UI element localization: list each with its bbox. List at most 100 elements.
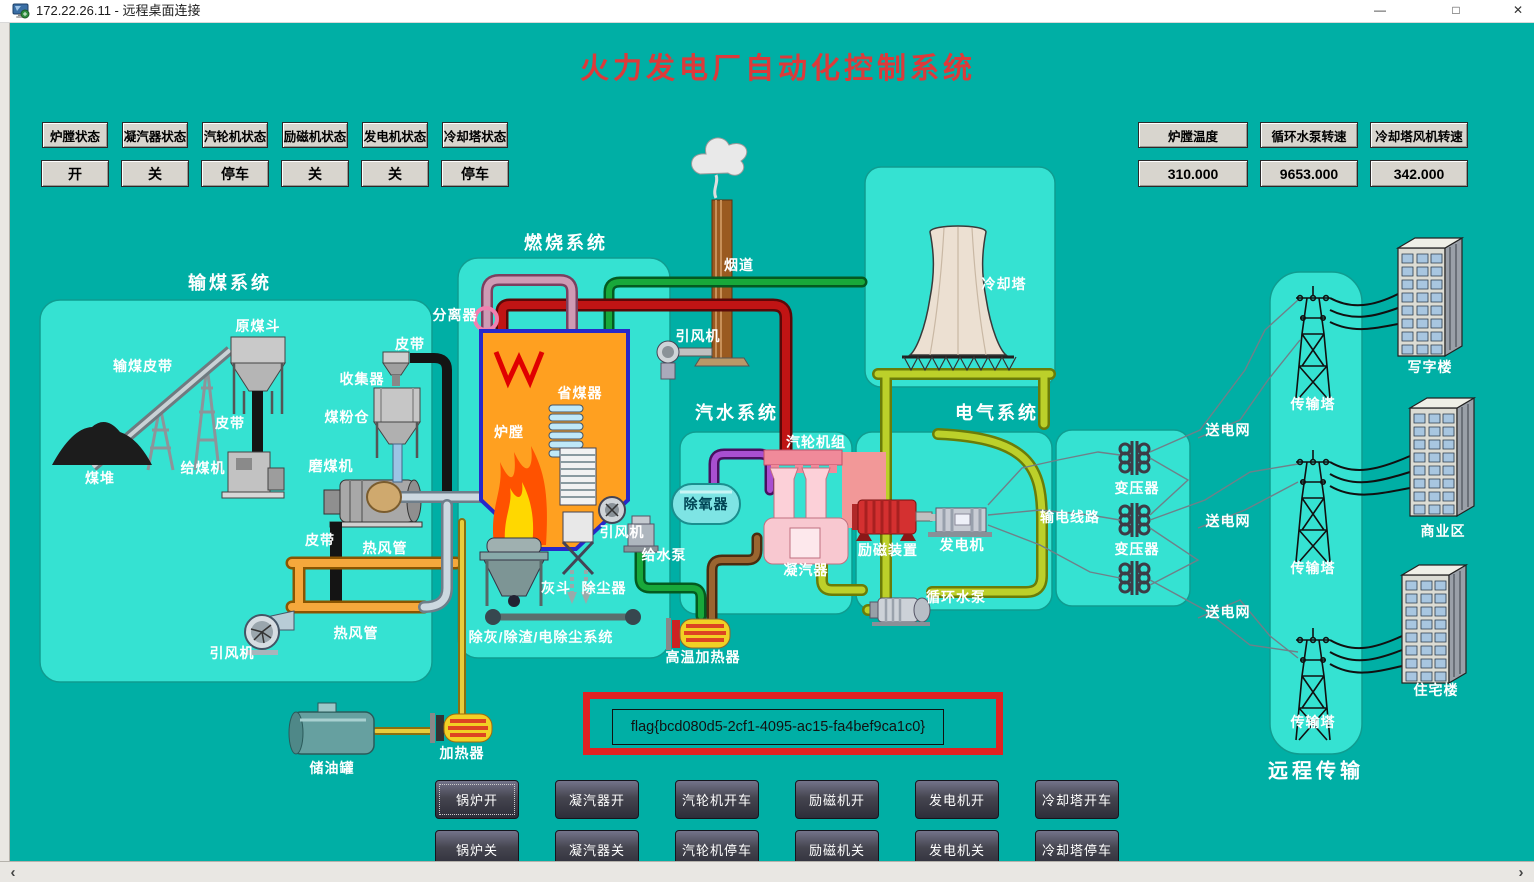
residential-building: [1401, 564, 1467, 684]
status-label-turbine: 汽轮机状态: [202, 122, 268, 148]
label-coal-belt-main: 输煤皮带: [113, 358, 173, 374]
turbine-start-button[interactable]: 汽轮机开车: [675, 780, 759, 819]
condenser-graphic: [763, 517, 849, 565]
metric-value-cooling-fan-speed: 342.000: [1370, 160, 1468, 187]
cooling-tower-graphic: [902, 225, 1017, 372]
status-label-furnace: 炉膛状态: [42, 122, 108, 148]
remote-desktop-icon: [12, 3, 30, 19]
status-value-turbine: 停车: [201, 160, 269, 187]
label-hot-air-1: 热风管: [362, 540, 408, 556]
coal-pile: [52, 422, 152, 465]
metric-label-furnace-temp: 炉膛温度: [1138, 122, 1248, 148]
ash-conveyor: [485, 609, 641, 625]
label-circ-pump: 循环水泵: [926, 589, 986, 605]
turbine-graphic: [763, 449, 843, 534]
label-residential-building: 住宅楼: [1413, 682, 1459, 698]
label-oil-heater: 加热器: [439, 745, 485, 761]
transformer-symbol-1: [1118, 439, 1151, 477]
metric-label-circ-pump-speed: 循环水泵转速: [1260, 122, 1358, 148]
scroll-left-icon[interactable]: ‹: [10, 864, 16, 881]
status-label-condenser: 凝汽器状态: [122, 122, 188, 148]
remote-system-title: 远程传输: [1268, 760, 1364, 783]
coal-system-title: 输煤系统: [188, 273, 272, 293]
raw-coal-hopper: [230, 336, 286, 455]
status-value-coolingtower: 停车: [441, 160, 509, 187]
cooling-tower-panel: [864, 166, 1056, 388]
label-economizer: 省煤器: [557, 385, 603, 401]
metric-value-circ-pump-speed: 9653.000: [1260, 160, 1358, 187]
label-raw-coal-hopper: 原煤斗: [235, 318, 281, 334]
coal-mill: [323, 479, 423, 528]
transmission-tower-2: [1295, 449, 1331, 563]
scroll-right-icon[interactable]: ›: [1518, 864, 1524, 881]
vertical-scrollbar[interactable]: [0, 22, 10, 882]
window-title: 172.22.26.11 - 远程桌面连接: [36, 3, 201, 18]
coal-collector: [382, 351, 410, 386]
status-label-coolingtower: 冷却塔状态: [442, 122, 508, 148]
transmission-tower-1: [1295, 285, 1331, 399]
label-flue-fan: 引风机: [675, 328, 721, 344]
remote-panel: [1269, 271, 1363, 755]
cooling-tower-start-button[interactable]: 冷却塔开车: [1035, 780, 1119, 819]
condenser-on-button[interactable]: 凝汽器开: [555, 780, 639, 819]
induced-fan-inner: [598, 496, 626, 524]
flue-fan: [656, 340, 713, 380]
status-label-generator: 发电机状态: [362, 122, 428, 148]
transformer-symbol-2: [1118, 501, 1151, 539]
slag-collector: [479, 537, 549, 607]
label-transmission-line: 输电线路: [1040, 509, 1100, 525]
economizer-coil: [548, 404, 584, 458]
label-separator: 分离器: [432, 307, 478, 323]
oil-heater: [430, 713, 493, 743]
page-title: 火力发电厂自动化控制系统: [579, 53, 977, 85]
status-value-generator: 关: [361, 160, 429, 187]
oil-tank: [288, 702, 375, 755]
label-grid-1: 送电网: [1205, 422, 1251, 438]
label-flue: 烟道: [724, 257, 754, 273]
steam-panel: [679, 431, 853, 615]
label-cooling-tower: 冷却塔: [981, 276, 1027, 292]
label-collector: 收集器: [339, 371, 385, 387]
minimize-button[interactable]: —: [1374, 3, 1386, 17]
maximize-button[interactable]: □: [1452, 3, 1460, 17]
label-grid-2: 送电网: [1205, 513, 1251, 529]
generator-on-button[interactable]: 发电机开: [915, 780, 999, 819]
label-ht-heater: 高温加热器: [665, 649, 741, 665]
transformer-symbol-3: [1118, 559, 1151, 597]
label-transformer-2: 变压器: [1114, 541, 1160, 557]
steam-system-title: 汽水系统: [695, 403, 779, 423]
label-tower-2: 传输塔: [1290, 560, 1336, 576]
metric-value-furnace-temp: 310.000: [1138, 160, 1248, 187]
furnace-flame: [492, 446, 547, 545]
label-oil-tank: 储油罐: [309, 760, 355, 776]
combustion-panel: [457, 257, 671, 659]
label-belt-hopper: 皮带: [215, 415, 245, 431]
label-hot-air-2: 热风管: [333, 625, 379, 641]
exciter-motor: [852, 499, 933, 541]
label-belt-mid: 皮带: [305, 532, 335, 548]
horizontal-scrollbar[interactable]: ‹ ›: [0, 861, 1534, 882]
air-heater: [559, 447, 597, 506]
exciter-on-button[interactable]: 励磁机开: [795, 780, 879, 819]
flag-text: flag{bcd080d5-2cf1-4095-ac15-fa4bef9ca1c…: [612, 709, 944, 745]
close-button[interactable]: ✕: [1512, 3, 1524, 17]
label-condenser: 凝汽器: [783, 562, 829, 578]
label-fan-inner: 引风机: [599, 524, 645, 540]
status-value-exciter: 关: [281, 160, 349, 187]
label-belt-top: 皮带: [395, 336, 425, 352]
label-commercial-building: 商业区: [1420, 523, 1466, 539]
label-tower-1: 传输塔: [1290, 396, 1336, 412]
silo-blower: [366, 481, 402, 513]
combustion-system-title: 燃烧系统: [524, 233, 608, 253]
window-titlebar: 172.22.26.11 - 远程桌面连接 — □ ✕: [0, 0, 1534, 23]
commercial-building: [1409, 397, 1475, 517]
label-coal-silo: 煤粉仓: [324, 409, 370, 425]
label-coal-fan: 引风机: [209, 645, 255, 661]
office-building: [1397, 237, 1463, 357]
status-value-furnace: 开: [41, 160, 109, 187]
label-transformer-1: 变压器: [1114, 480, 1160, 496]
status-label-exciter: 励磁机状态: [282, 122, 348, 148]
label-coal-pile: 煤堆: [85, 470, 115, 486]
boiler-on-button[interactable]: 锅炉开: [435, 780, 519, 819]
label-dust-collector: 除尘器: [581, 580, 627, 596]
